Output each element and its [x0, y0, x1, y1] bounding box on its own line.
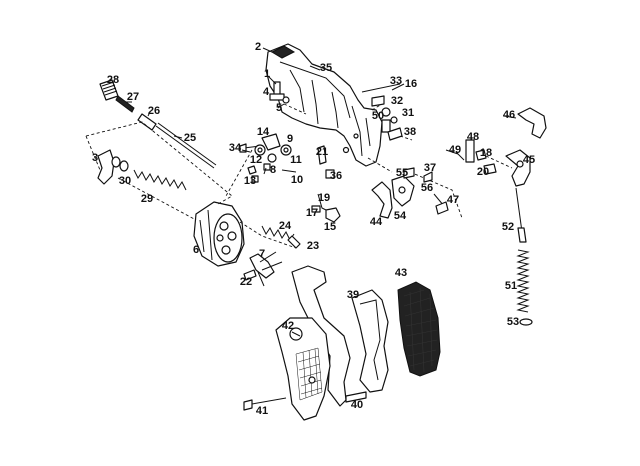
part-number-label: 27: [127, 91, 139, 103]
part-number-label: 34: [229, 142, 242, 154]
part-number-label: 5: [276, 102, 282, 114]
part-number-label: 54: [394, 210, 407, 222]
axis-line: [409, 171, 463, 219]
part-number-label: 39: [347, 289, 359, 301]
part-number-label: 32: [391, 95, 403, 107]
axis-line: [225, 149, 253, 197]
hand-assembly-part: [243, 225, 301, 287]
part-number-label: 13: [244, 175, 256, 187]
part-number-label: 47: [447, 194, 459, 206]
axis-line: [283, 103, 307, 115]
leader-lines: [126, 47, 517, 175]
part-number-label: 46: [503, 109, 515, 121]
part-number-label: 25: [184, 132, 196, 144]
axis-line: [485, 155, 513, 169]
part-number-label: 53: [507, 316, 519, 328]
part-number-label: 1: [264, 68, 270, 80]
part-number-label: 51: [505, 280, 517, 292]
part-number-label: 41: [256, 405, 268, 417]
axis-line: [85, 121, 233, 205]
part-number-label: 26: [148, 105, 160, 117]
part-number-label: 48: [467, 131, 479, 143]
axis-line: [239, 221, 297, 249]
small-pins-part: [361, 83, 403, 141]
part-number-label: 45: [523, 154, 535, 166]
part-number-label: 49: [449, 144, 461, 156]
cylinder-part: [193, 201, 245, 267]
part-number-label: 44: [370, 216, 383, 228]
crane-part: [97, 149, 187, 191]
part-number-label: 14: [257, 126, 270, 138]
part-number-label: 8: [270, 164, 276, 176]
axis-line: [399, 135, 413, 141]
left-grip-panel-part: [275, 317, 331, 421]
part-number-label: 43: [395, 267, 407, 279]
part-number-label: 35: [320, 62, 332, 74]
part-number-labels: 1 2 3 4 5 6 7 8 9 10 11 12 13 14 15 16 1…: [92, 41, 535, 417]
part-number-label: 21: [316, 146, 328, 158]
part-number-label: 22: [240, 276, 252, 288]
part-number-label: 30: [119, 175, 131, 187]
part-number-label: 23: [307, 240, 319, 252]
mainspring-part: [515, 187, 533, 326]
part-number-label: 31: [402, 107, 414, 119]
axis-line: [117, 177, 197, 221]
axis-line: [371, 103, 383, 111]
part-number-label: 56: [421, 182, 433, 194]
part-number-label: 17: [306, 207, 318, 219]
part-number-label: 38: [404, 126, 416, 138]
part-number-label: 11: [290, 154, 302, 166]
part-number-label: 37: [424, 162, 436, 174]
axis-line: [367, 157, 393, 173]
part-number-label: 10: [291, 174, 303, 186]
rear-parts-part: [455, 107, 547, 187]
part-number-label: 28: [107, 74, 119, 86]
part-number-label: 16: [405, 78, 417, 90]
part-number-label: 33: [390, 75, 402, 87]
part-number-label: 19: [318, 192, 330, 204]
part-number-label: 7: [259, 248, 265, 260]
hammer-trigger-part: [371, 167, 449, 219]
part-number-label: 15: [324, 221, 336, 233]
part-number-label: 36: [330, 170, 342, 182]
axis-line: [85, 135, 101, 171]
part-number-label: 2: [255, 41, 261, 53]
part-number-label: 42: [282, 320, 294, 332]
part-number-label: 3: [92, 152, 98, 164]
part-number-label: 12: [250, 154, 262, 166]
part-number-label: 4: [263, 86, 270, 98]
part-number-label: 40: [351, 399, 363, 411]
part-number-label: 29: [141, 193, 153, 205]
grip-screws-part: [243, 391, 367, 411]
right-grip-panel-part: [397, 281, 441, 377]
center-pin-part: [99, 79, 217, 169]
screws-and-pins-part: [239, 81, 297, 183]
part-number-label: 9: [287, 133, 293, 145]
part-number-label: 55: [396, 167, 408, 179]
frame-part: [265, 43, 383, 167]
trigger-area-part: [311, 145, 341, 223]
part-number-label: 50: [372, 110, 384, 122]
part-number-label: 18: [480, 147, 492, 159]
part-number-label: 6: [193, 244, 199, 256]
part-number-label: 52: [502, 221, 514, 233]
part-number-label: 24: [279, 220, 292, 232]
part-number-label: 20: [477, 166, 489, 178]
